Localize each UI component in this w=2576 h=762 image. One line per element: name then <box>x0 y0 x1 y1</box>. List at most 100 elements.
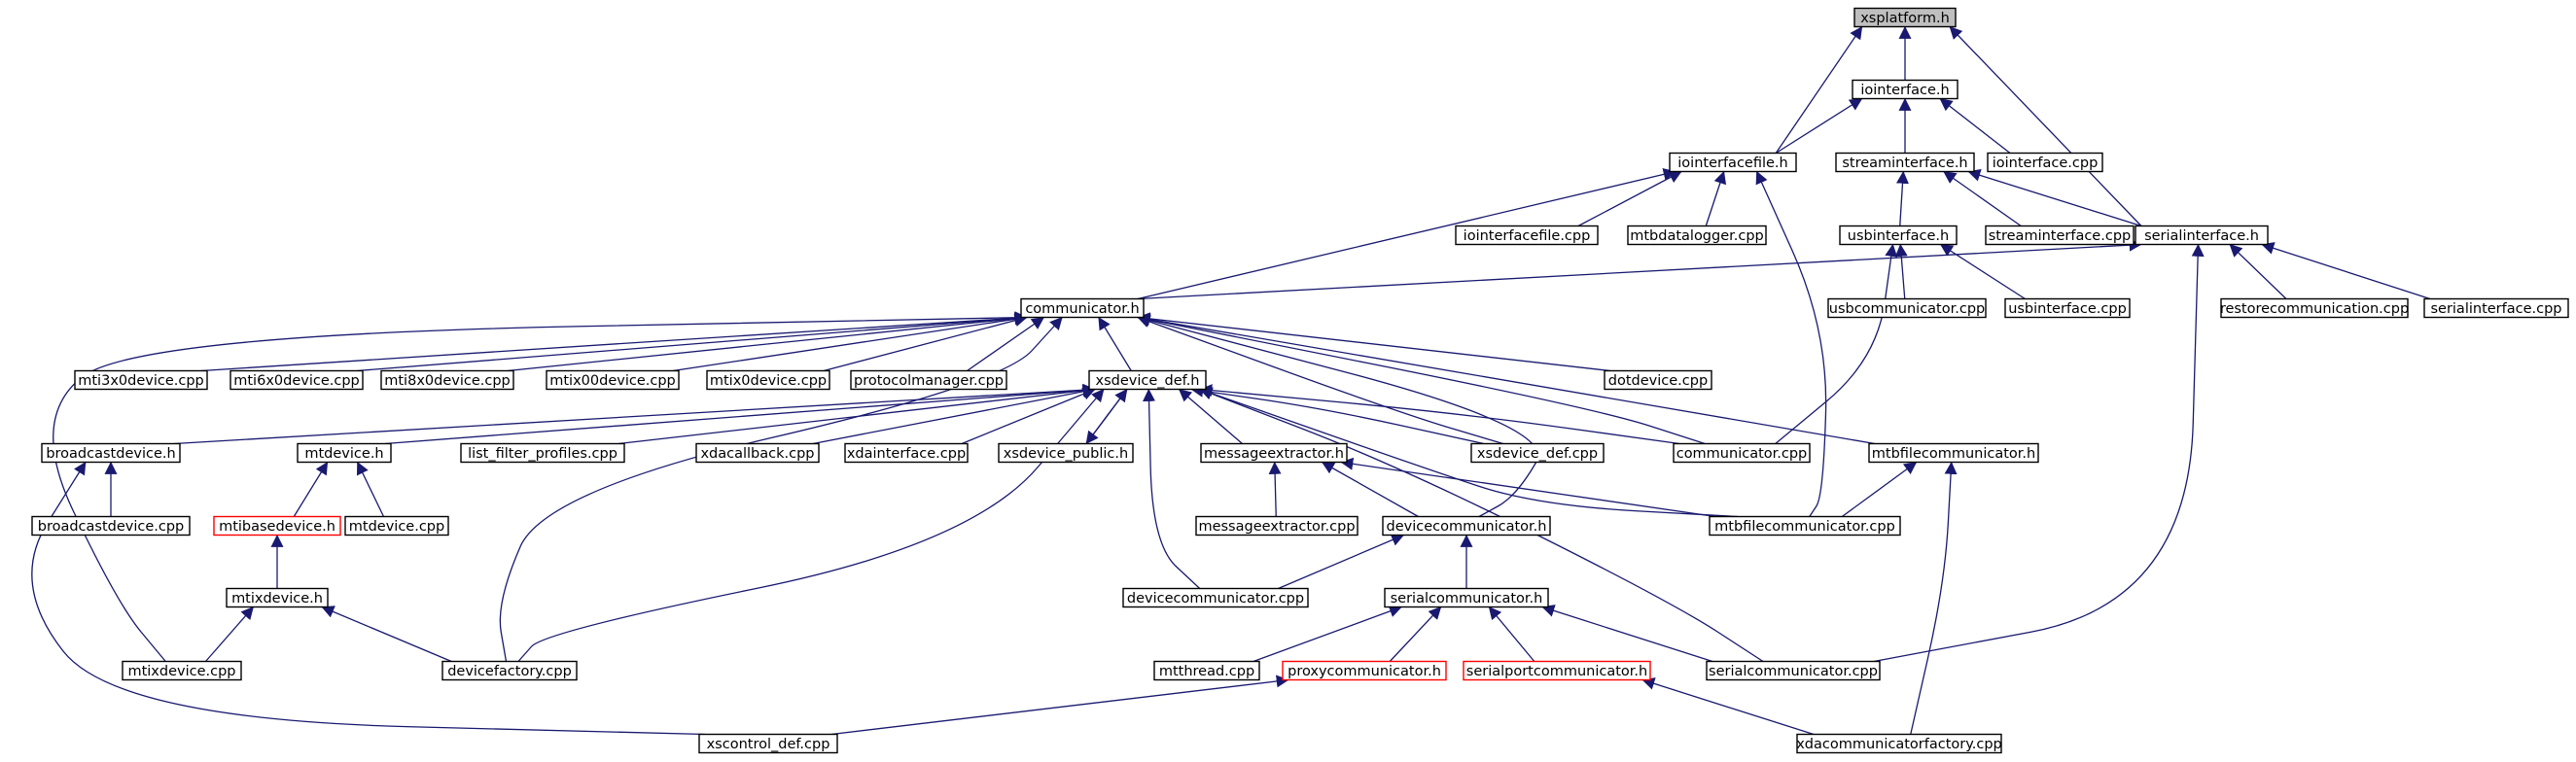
edge-iointerfacefile_h-to-iointerface_h <box>1775 97 1863 155</box>
node-communicator-h[interactable]: communicator.h <box>1020 297 1145 319</box>
node-protocolmanager-cpp[interactable]: protocolmanager.cpp <box>850 369 1007 391</box>
node-devicecommunicator-cpp[interactable]: devicecommunicator.cpp <box>1122 587 1309 608</box>
edge-proxycommunicator_h-to-serialcommunicator_h <box>1389 606 1442 662</box>
node-xdainterface-cpp[interactable]: xdainterface.cpp <box>844 442 969 464</box>
node-xdacallback-cpp[interactable]: xdacallback.cpp <box>695 442 820 464</box>
node-iointerfacefile-h[interactable]: iointerfacefile.h <box>1669 152 1797 173</box>
edge-devicefactory_cpp-to-mtixdevice_h <box>321 606 452 663</box>
edge-mti3x0device_cpp-to-communicator_h <box>200 311 1028 372</box>
edge-devicefactory_cpp-to-xsdevice_def_h <box>517 389 1105 662</box>
edge-mti8x0device_cpp-to-communicator_h <box>507 312 1028 372</box>
node-box <box>1455 225 1599 246</box>
node-devicefactory-cpp[interactable]: devicefactory.cpp <box>441 660 578 681</box>
edge-communicator_cpp-to-communicator_h <box>1137 313 1706 445</box>
node-iointerfacefile-cpp[interactable]: iointerfacefile.cpp <box>1455 225 1599 246</box>
node-mtibasedevice-h[interactable]: mtibasedevice.h <box>213 515 341 537</box>
nodes-layer: xsplatform.h iointerface.h iointerfacefile… <box>31 7 2569 754</box>
node-label: mtdevice.h <box>304 446 383 462</box>
node-label: usbinterface.h <box>1848 228 1949 244</box>
node-serialinterface-h[interactable]: serialinterface.h <box>2135 225 2269 246</box>
node-label: xdacommunicatorfactory.cpp <box>1796 737 2002 752</box>
node-box <box>2423 297 2569 319</box>
node-label: xdainterface.cpp <box>847 446 966 462</box>
edge-xscontrol_def_cpp-to-proxycommunicator_h <box>830 675 1289 736</box>
node-iointerface-cpp[interactable]: iointerface.cpp <box>1987 152 2103 173</box>
node-mtbdatalogger-cpp[interactable]: mtbdatalogger.cpp <box>1627 225 1767 246</box>
node-box <box>1827 297 1987 319</box>
node-communicator-cpp[interactable]: communicator.cpp <box>1673 442 1811 464</box>
node-mtthread-cpp[interactable]: mtthread.cpp <box>1153 660 1260 681</box>
node-streaminterface-h[interactable]: streaminterface.h <box>1835 152 1975 173</box>
node-label: restorecommunication.cpp <box>2220 301 2409 317</box>
node-xsdevice-public-h[interactable]: xsdevice_public.h <box>998 442 1134 464</box>
node-label: list_filter_profiles.cpp <box>468 446 618 462</box>
edge-mtbfilecommunicator_cpp-to-mtbfilecommunicator_h <box>1841 461 1918 518</box>
node-usbinterface-h[interactable]: usbinterface.h <box>1839 225 1958 246</box>
node-restorecommunication-cpp[interactable]: restorecommunication.cpp <box>2220 297 2409 319</box>
node-streaminterface-cpp[interactable]: streaminterface.cpp <box>1985 225 2135 246</box>
edge-devicecommunicator_h-to-messageextractor_h <box>1321 461 1419 518</box>
edge-iointerface_cpp-to-iointerface_h <box>1939 97 2011 155</box>
node-mtixdevice-h[interactable]: mtixdevice.h <box>226 587 329 608</box>
node-mtdevice-cpp[interactable]: mtdevice.cpp <box>344 515 449 537</box>
node-mtbfilecommunicator-h[interactable]: mtbfilecommunicator.h <box>1868 442 2039 464</box>
node-label: iointerfacefile.h <box>1677 156 1787 171</box>
node-box <box>122 660 242 681</box>
node-proxycommunicator-h[interactable]: proxycommunicator.h <box>1282 660 1447 681</box>
node-mti3x0device-cpp[interactable]: mti3x0device.cpp <box>74 369 208 391</box>
node-label: protocolmanager.cpp <box>854 373 1004 389</box>
node-serialinterface-cpp[interactable]: serialinterface.cpp <box>2423 297 2569 319</box>
edge-devicecommunicator_cpp-to-devicecommunicator_h <box>1278 534 1405 590</box>
node-dotdevice-cpp[interactable]: dotdevice.cpp <box>1604 369 1712 391</box>
node-mtdevice-h[interactable]: mtdevice.h <box>297 442 392 464</box>
node-usbcommunicator-cpp[interactable]: usbcommunicator.cpp <box>1827 297 1987 319</box>
node-xscontrol-def-cpp[interactable]: xscontrol_def.cpp <box>698 733 838 754</box>
edge-mtix0device_cpp-to-communicator_h <box>823 314 1028 372</box>
node-mtix00device-cpp[interactable]: mtix00device.cpp <box>546 369 680 391</box>
node-box <box>1796 733 2002 754</box>
node-box <box>2004 297 2131 319</box>
node-box <box>441 660 578 681</box>
node-box <box>213 515 341 537</box>
edge-protocolmanager_cpp-to-communicator_h <box>967 316 1045 372</box>
node-mti8x0device-cpp[interactable]: mti8x0device.cpp <box>380 369 514 391</box>
node-devicecommunicator-h[interactable]: devicecommunicator.h <box>1382 515 1551 537</box>
node-mtbfilecommunicator-cpp[interactable]: mtbfilecommunicator.cpp <box>1709 515 1901 537</box>
edge-xsdevice_def_h-to-communicator_h <box>1098 316 1132 371</box>
node-messageextractor-cpp[interactable]: messageextractor.cpp <box>1195 515 1359 537</box>
node-label: mtdevice.cpp <box>349 519 444 535</box>
node-box <box>229 369 364 391</box>
node-xsplatform-h[interactable]: xsplatform.h <box>1853 7 1957 28</box>
node-mtix0device-cpp[interactable]: mtix0device.cpp <box>706 369 830 391</box>
node-broadcastdevice-cpp[interactable]: broadcastdevice.cpp <box>31 515 191 537</box>
node-serialcommunicator-cpp[interactable]: serialcommunicator.cpp <box>1706 660 1881 681</box>
node-label: devicefactory.cpp <box>447 664 572 679</box>
node-xdacommunicatorfactory-cpp[interactable]: xdacommunicatorfactory.cpp <box>1796 733 2002 754</box>
node-label: xsdevice_public.h <box>1004 446 1128 462</box>
node-label: xsdevice_def.cpp <box>1477 446 1598 462</box>
node-box <box>1604 369 1712 391</box>
node-xsdevice-def-cpp[interactable]: xsdevice_def.cpp <box>1470 442 1605 464</box>
node-broadcastdevice-h[interactable]: broadcastdevice.h <box>41 442 181 464</box>
node-list-filter-profiles-cpp[interactable]: list_filter_profiles.cpp <box>460 442 625 464</box>
node-usbinterface-cpp[interactable]: usbinterface.cpp <box>2004 297 2131 319</box>
edge-list_filter_profiles_cpp-to-xsdevice_def_h <box>618 384 1096 445</box>
node-serialcommunicator-h[interactable]: serialcommunicator.h <box>1384 587 1549 608</box>
node-messageextractor-h[interactable]: messageextractor.h <box>1200 442 1348 464</box>
edge-serialcommunicator_cpp-to-serialcommunicator_h <box>1541 605 1713 663</box>
edge-iointerfacefile_cpp-to-iointerfacefile_h <box>1577 170 1682 227</box>
edge-dotdevice_cpp-to-communicator_h <box>1137 312 1611 372</box>
node-serialportcommunicator-h[interactable]: serialportcommunicator.h <box>1463 660 1651 681</box>
node-mti6x0device-cpp[interactable]: mti6x0device.cpp <box>229 369 364 391</box>
edge-mtixdevice_cpp-to-mtixdevice_h <box>205 606 254 662</box>
node-box <box>74 369 208 391</box>
node-box <box>1088 369 1207 391</box>
node-label: communicator.cpp <box>1676 446 1808 462</box>
node-iointerface-h[interactable]: iointerface.h <box>1852 79 1958 100</box>
edge-serialinterface_cpp-to-serialinterface_h <box>2261 242 2431 300</box>
node-mtixdevice-cpp[interactable]: mtixdevice.cpp <box>122 660 242 681</box>
node-xsdevice-def-h[interactable]: xsdevice_def.h <box>1088 369 1207 391</box>
node-label: communicator.h <box>1025 301 1139 317</box>
node-box <box>344 515 449 537</box>
edge-mtix00device_cpp-to-communicator_h <box>672 312 1028 372</box>
